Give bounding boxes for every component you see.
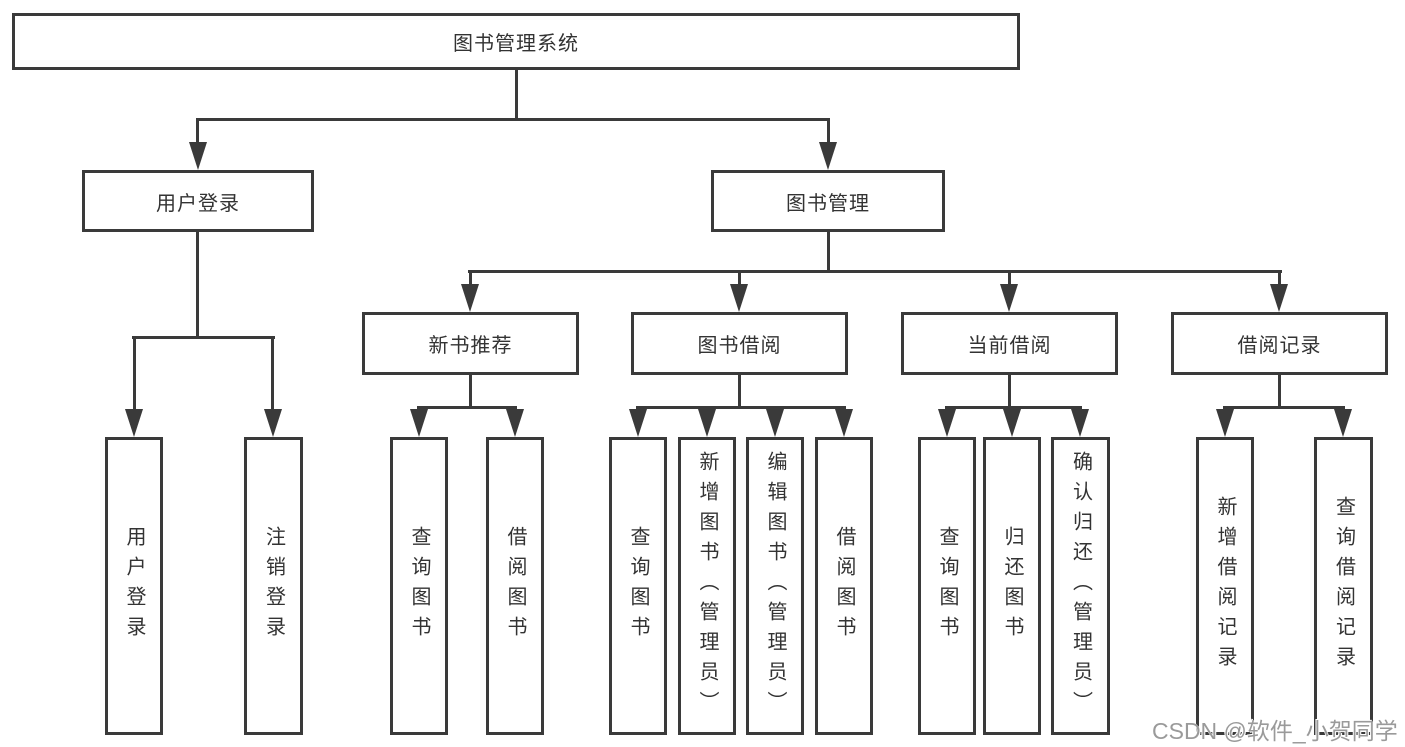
new-book-recommend-stem-vline (469, 375, 472, 406)
arrow-down-icon (125, 409, 143, 437)
leaf-confirm-return-admin-label: 确认归还（管理员） (1069, 451, 1092, 721)
borrow-records-stem-vline (1278, 375, 1281, 406)
csdn-watermark: CSDN @软件_小贺同学 (1152, 718, 1398, 744)
arrow-down-icon (1334, 409, 1352, 437)
leaf-query-books-borrow: 查询图书 (609, 437, 667, 735)
leaf-borrow-books-label: 借阅图书 (833, 526, 855, 646)
arrow-down-icon (698, 409, 716, 437)
book-borrow-children-hline (636, 406, 846, 409)
book-borrow-stem-vline (738, 375, 741, 406)
user-login-child1-shaft (133, 338, 136, 413)
leaf-query-borrow-record-label: 查询借阅记录 (1332, 496, 1355, 676)
new-book-recommend-children-hline (417, 406, 517, 409)
node-book-borrow-label: 图书借阅 (697, 335, 782, 357)
node-new-book-recommend: 新书推荐 (362, 312, 579, 375)
l3-shaft-1 (469, 272, 472, 286)
arrow-down-icon (1071, 409, 1089, 437)
arrow-down-icon (819, 142, 837, 170)
arrow-down-icon (264, 409, 282, 437)
leaf-return-books: 归还图书 (983, 437, 1041, 735)
borrow-records-children-hline (1223, 406, 1345, 409)
leaf-query-books-borrow-label: 查询图书 (627, 526, 649, 646)
node-new-book-recommend-label: 新书推荐 (428, 335, 513, 357)
node-current-borrow-label: 当前借阅 (967, 335, 1052, 357)
leaf-logout: 注销登录 (244, 437, 303, 735)
arrow-down-icon (461, 284, 479, 312)
arrow-down-icon (506, 409, 524, 437)
leaf-edit-books-admin-label: 编辑图书（管理员） (764, 451, 786, 721)
l3-hline (468, 270, 1282, 273)
user-login-child2-shaft (271, 338, 274, 413)
arrow-down-icon (410, 409, 428, 437)
arrow-down-icon (629, 409, 647, 437)
leaf-return-books-label: 归还图书 (1001, 526, 1023, 646)
leaf-add-borrow-record-label: 新增借阅记录 (1214, 496, 1236, 676)
leaf-user-login: 用户登录 (105, 437, 163, 735)
root-to-l2-hline (196, 118, 830, 121)
arrow-down-icon (1000, 284, 1018, 312)
arrow-down-icon (730, 284, 748, 312)
current-borrow-stem-vline (1008, 375, 1011, 406)
leaf-confirm-return-admin: 确认归还（管理员） (1051, 437, 1110, 735)
arrow-down-icon (1216, 409, 1234, 437)
leaf-query-borrow-record: 查询借阅记录 (1314, 437, 1373, 735)
l2-left-shaft-vline (196, 120, 199, 150)
arrow-down-icon (1003, 409, 1021, 437)
current-borrow-children-hline (945, 406, 1082, 409)
l3-shaft-4 (1278, 272, 1281, 286)
node-current-borrow: 当前借阅 (901, 312, 1118, 375)
leaf-borrow-books-recommend: 借阅图书 (486, 437, 544, 735)
leaf-add-borrow-record: 新增借阅记录 (1196, 437, 1254, 735)
node-user-login-label: 用户登录 (156, 192, 240, 215)
leaf-user-login-label: 用户登录 (123, 526, 145, 646)
node-borrow-records-label: 借阅记录 (1237, 335, 1322, 357)
leaf-edit-books-admin: 编辑图书（管理员） (746, 437, 804, 735)
leaf-query-books-recommend: 查询图书 (390, 437, 448, 735)
arrow-down-icon (189, 142, 207, 170)
leaf-add-books-admin: 新增图书（管理员） (678, 437, 736, 735)
leaf-query-books-recommend-label: 查询图书 (408, 526, 430, 646)
l3-shaft-2 (738, 272, 741, 286)
node-root: 图书管理系统 (12, 13, 1020, 70)
leaf-query-books-current: 查询图书 (918, 437, 976, 735)
leaf-borrow-books-recommend-label: 借阅图书 (504, 526, 526, 646)
book-management-stem-vline (827, 232, 830, 272)
node-book-borrow: 图书借阅 (631, 312, 848, 375)
root-stem-vline (515, 70, 518, 118)
leaf-borrow-books: 借阅图书 (815, 437, 873, 735)
leaf-logout-label: 注销登录 (262, 526, 285, 646)
arrow-down-icon (766, 409, 784, 437)
node-borrow-records: 借阅记录 (1171, 312, 1388, 375)
arrow-down-icon (835, 409, 853, 437)
node-book-management: 图书管理 (711, 170, 945, 232)
l2-right-shaft-vline (827, 120, 830, 150)
node-root-label: 图书管理系统 (453, 33, 579, 55)
node-book-management-label: 图书管理 (786, 192, 870, 215)
leaf-query-books-current-label: 查询图书 (936, 526, 958, 646)
l3-shaft-3 (1008, 272, 1011, 286)
node-user-login: 用户登录 (82, 170, 314, 232)
arrow-down-icon (1270, 284, 1288, 312)
user-login-stem-vline (196, 232, 199, 336)
arrow-down-icon (938, 409, 956, 437)
leaf-add-books-admin-label: 新增图书（管理员） (696, 451, 718, 721)
user-login-children-hline (132, 336, 275, 339)
